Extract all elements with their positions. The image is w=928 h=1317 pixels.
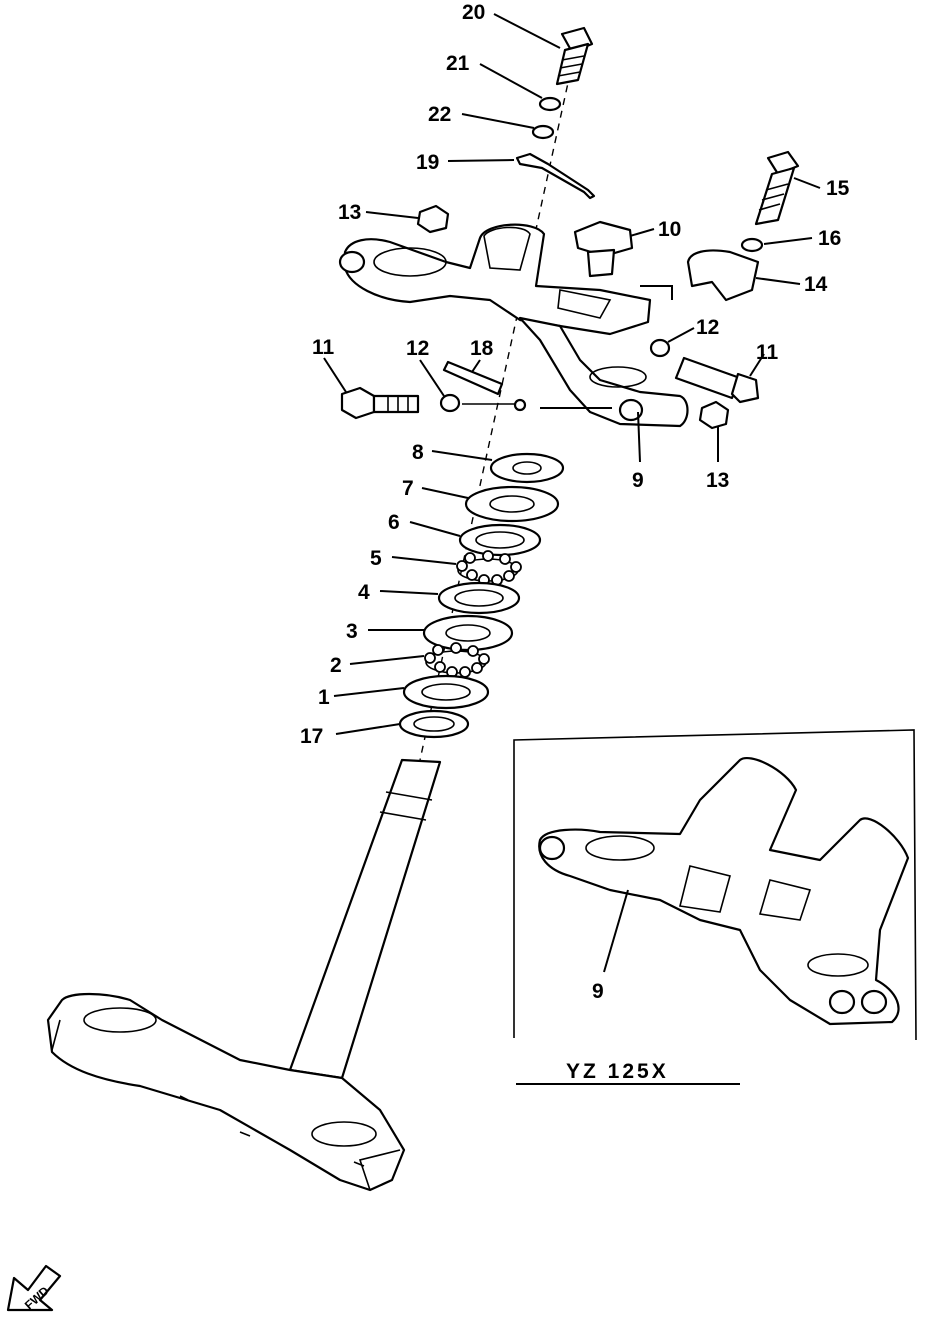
callout-17: 17 (300, 725, 323, 748)
leader-12b (419, 359, 445, 397)
callout-19: 19 (416, 151, 439, 174)
leader-7 (421, 487, 469, 499)
part-14-holder-cap (686, 249, 760, 302)
leader-9 (540, 407, 641, 463)
part-15-bolt (754, 150, 800, 226)
part-19-clip (515, 152, 596, 200)
callout-11-left: 11 (312, 336, 335, 359)
callout-11-right: 11 (756, 341, 779, 364)
leader-15 (793, 177, 821, 189)
callout-20: 20 (462, 1, 485, 24)
callout-2: 2 (330, 654, 342, 677)
leader-upper-dashed (640, 285, 673, 300)
callout-14: 14 (804, 273, 828, 296)
under-bracket (46, 992, 406, 1192)
leader-16 (763, 237, 813, 245)
leader-17 (335, 723, 401, 735)
callout-8: 8 (412, 441, 424, 464)
callout-12-left: 12 (406, 337, 429, 360)
leader-13a (365, 211, 419, 219)
leader-20 (493, 13, 561, 49)
part-8-ring-nut (489, 452, 565, 484)
callout-5: 5 (370, 547, 382, 570)
part-13-nut-lower (698, 400, 730, 430)
callout-10: 10 (658, 218, 681, 241)
callout-9: 9 (632, 469, 644, 492)
part-11-bolt-right (674, 356, 760, 404)
leader-8 (431, 450, 493, 461)
inset-caption: YZ 125X (566, 1060, 669, 1083)
part-4-race (437, 581, 521, 615)
part-7-washer (464, 485, 560, 523)
stem-axis-line (419, 59, 574, 761)
upper-crown-bracket (338, 223, 689, 428)
leader-18 (471, 359, 481, 373)
callout-16: 16 (818, 227, 841, 250)
steering-stem (288, 758, 442, 1080)
inset-frame (513, 729, 917, 1041)
part-21-washer (538, 96, 562, 112)
inset-leader-9 (603, 889, 629, 973)
part-6-race (458, 523, 542, 557)
leader-4 (379, 590, 439, 595)
leader-21 (479, 63, 543, 99)
part-11-bolt-left (340, 386, 420, 420)
callout-3: 3 (346, 620, 358, 643)
callout-18: 18 (470, 337, 494, 360)
callout-13-upper: 13 (338, 201, 361, 224)
part-18-plate (442, 360, 504, 396)
part-12-washer-right (649, 338, 671, 358)
leader-11b (749, 353, 765, 377)
inset-callout-9: 9 (592, 980, 604, 1003)
part-10-bolt (573, 220, 634, 278)
leader-22 (461, 113, 535, 129)
part-20-bolt (555, 26, 594, 86)
callout-7: 7 (402, 477, 414, 500)
callout-6: 6 (388, 511, 400, 534)
callout-22: 22 (428, 103, 451, 126)
part-1-race (402, 674, 490, 710)
leader-6 (409, 521, 461, 537)
callout-21: 21 (446, 52, 470, 75)
callout-4: 4 (358, 581, 370, 604)
callout-13-lower: 13 (706, 469, 729, 492)
part-17-seal (398, 709, 470, 739)
leader-10 (629, 228, 655, 237)
callout-15: 15 (826, 177, 850, 200)
leader-11a (323, 357, 347, 393)
part-22-washer (531, 124, 555, 140)
inset-yz125x: 9 YZ 125X (513, 729, 917, 1085)
leader-5 (391, 556, 457, 565)
leader-19 (447, 159, 515, 162)
part-13-nut-upper (416, 204, 450, 234)
leader-1 (333, 687, 405, 697)
part-2-balls (424, 642, 490, 678)
callout-1: 1 (318, 686, 330, 709)
fwd-marker: FWD (6, 1264, 62, 1312)
leader-12a (667, 327, 695, 343)
part-12-washer-left (439, 393, 461, 413)
part-5-balls (456, 550, 522, 586)
inset-upper-bracket (538, 757, 910, 1026)
part-16-washer (740, 237, 764, 253)
callout-12-right: 12 (696, 316, 719, 339)
leader-2 (349, 655, 425, 665)
leader-14 (755, 277, 801, 285)
